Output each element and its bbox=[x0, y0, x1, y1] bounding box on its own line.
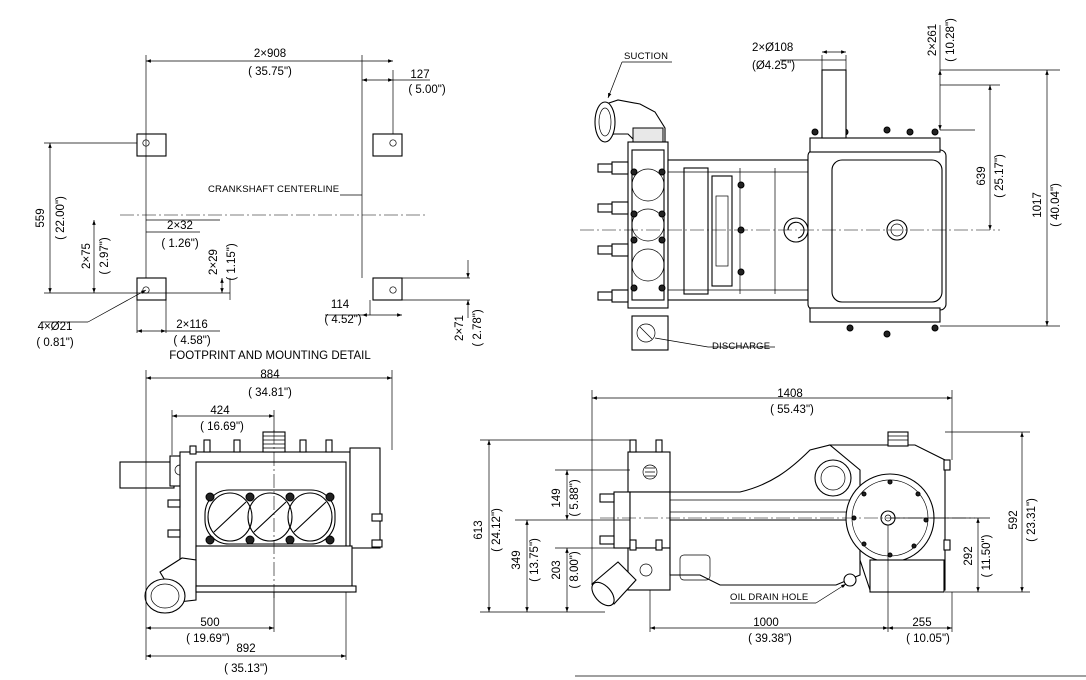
suction-opening bbox=[594, 101, 616, 143]
dim-height-in: ( 24.12") bbox=[491, 508, 503, 552]
top-view: SUCTION DISCHARGE 2×Ø108 (Ø4.25") 2×261 … bbox=[580, 18, 1062, 352]
dim-slot-b-in: ( 1.15") bbox=[226, 243, 238, 280]
foot-bottom-left bbox=[136, 277, 167, 301]
fluid-end bbox=[627, 141, 669, 309]
foot-bottom-right bbox=[372, 277, 403, 301]
right-cover bbox=[349, 447, 381, 549]
discharge-port bbox=[631, 315, 669, 351]
dim-shaft-dia-mm: 2×Ø108 bbox=[752, 42, 793, 54]
dim-total-mm: 1017 bbox=[1032, 192, 1044, 218]
footprint-view: 2×908 ( 35.75") 127 ( 5.00") 559 ( 22.00… bbox=[35, 48, 484, 362]
dim-length-in: ( 55.43") bbox=[770, 404, 814, 416]
dim-right-h-in: ( 23.31") bbox=[1026, 498, 1038, 542]
dim-offset-in: ( 5.00") bbox=[408, 84, 445, 96]
dim-shaft-dia-in: (Ø4.25") bbox=[752, 60, 795, 72]
dim-length-mm: 1408 bbox=[777, 388, 803, 400]
dim-slot-a-mm: 2×75 bbox=[81, 243, 93, 269]
dim-shaft-h-in: ( 11.50") bbox=[981, 534, 993, 577]
dim-slot-a-in: ( 2.97") bbox=[99, 237, 111, 274]
dim-offset-mm: 127 bbox=[410, 69, 429, 81]
oil-drain-label: OIL DRAIN HOLE bbox=[730, 592, 808, 603]
top-rail bbox=[809, 137, 941, 153]
dim-front-width-mm: 884 bbox=[260, 369, 280, 381]
dim-overall-mm: 892 bbox=[236, 643, 255, 655]
dim-base-in: ( 19.69") bbox=[186, 633, 230, 645]
footprint-title: FOOTPRINT AND MOUNTING DETAIL bbox=[169, 350, 371, 362]
dim-width-mm: 2×908 bbox=[254, 48, 286, 60]
dim-overall-in: ( 35.13") bbox=[224, 663, 268, 675]
dim-inlet-h-mm: 349 bbox=[511, 550, 523, 569]
crankshaft-centerline-label: CRANKSHAFT CENTERLINE bbox=[208, 184, 339, 195]
dim-height-mm: 613 bbox=[473, 520, 485, 539]
dim-slot-b-mm: 2×29 bbox=[208, 249, 220, 275]
discharge-label: DISCHARGE bbox=[712, 341, 770, 352]
dim-front-width-in: ( 34.81") bbox=[248, 387, 292, 399]
dim-right-h-mm: 592 bbox=[1008, 510, 1020, 529]
side-view: OIL DRAIN HOLE 1408 ( 55.43") 613 ( 24.1… bbox=[473, 388, 1086, 677]
dim-tail-mm: 255 bbox=[912, 617, 931, 629]
dim-inlet-h-in: ( 13.75") bbox=[529, 538, 541, 582]
mount-hole bbox=[389, 139, 397, 147]
dim-slot-w-mm: 2×32 bbox=[167, 220, 193, 232]
drive-shaft bbox=[119, 461, 175, 489]
front-view: 884 ( 34.81") 424 ( 16.69") 500 ( 19.69"… bbox=[119, 369, 393, 675]
dim-half-mm: 639 bbox=[976, 166, 988, 185]
foot-top-right bbox=[372, 133, 403, 157]
dim-shaft-len-mm: 2×261 bbox=[927, 24, 939, 56]
dim-hole-in: ( 0.81") bbox=[36, 337, 73, 349]
oil-drain-hole bbox=[843, 573, 857, 587]
dim-mid-h-in: ( 8.00") bbox=[569, 551, 581, 588]
dim-right-mm: 114 bbox=[331, 299, 350, 311]
dim-center-mm: 424 bbox=[210, 405, 230, 417]
dim-foot-in: ( 4.58") bbox=[173, 335, 210, 347]
dim-top-h-mm: 149 bbox=[551, 488, 563, 507]
dim-right-in: ( 4.52") bbox=[324, 314, 361, 326]
dim-total-in: ( 40.04") bbox=[1050, 183, 1062, 227]
dim-mid-h-mm: 203 bbox=[551, 560, 563, 579]
dim-center-in: ( 16.69") bbox=[200, 421, 244, 433]
dim-depth-in: ( 22.00") bbox=[55, 196, 67, 240]
dim-half-in: ( 25.17") bbox=[994, 154, 1006, 198]
dim-side-base-in: ( 39.38") bbox=[748, 633, 792, 645]
dim-foot-mm: 2×116 bbox=[176, 319, 207, 331]
discharge-manifold bbox=[627, 547, 671, 591]
dim-shaft-h-mm: 292 bbox=[963, 546, 975, 565]
dim-side-base-mm: 1000 bbox=[753, 617, 779, 629]
bearing-cover bbox=[814, 459, 852, 497]
bottom-rail bbox=[809, 307, 941, 323]
dim-foot-h-in: ( 2.78") bbox=[472, 309, 484, 346]
oil-fill-cap bbox=[887, 431, 909, 447]
dim-tail-in: ( 10.05") bbox=[906, 633, 950, 645]
dim-width-in: ( 35.75") bbox=[248, 66, 292, 78]
crankshaft-extension bbox=[821, 69, 847, 139]
foot-top-left bbox=[136, 133, 167, 157]
suction-label: SUCTION bbox=[624, 51, 668, 62]
dim-base-mm: 500 bbox=[200, 617, 219, 629]
dim-hole-mm: 4×Ø21 bbox=[38, 321, 73, 333]
dim-top-h-in: ( 5.88") bbox=[569, 479, 581, 516]
frame-lower bbox=[669, 519, 861, 586]
mount-hole bbox=[389, 286, 397, 294]
dim-slot-w-in: ( 1.26") bbox=[161, 238, 198, 250]
dim-foot-h-mm: 2×71 bbox=[454, 315, 466, 341]
dim-shaft-len-in: ( 10.28") bbox=[945, 18, 957, 62]
dim-depth-mm: 559 bbox=[35, 208, 47, 227]
